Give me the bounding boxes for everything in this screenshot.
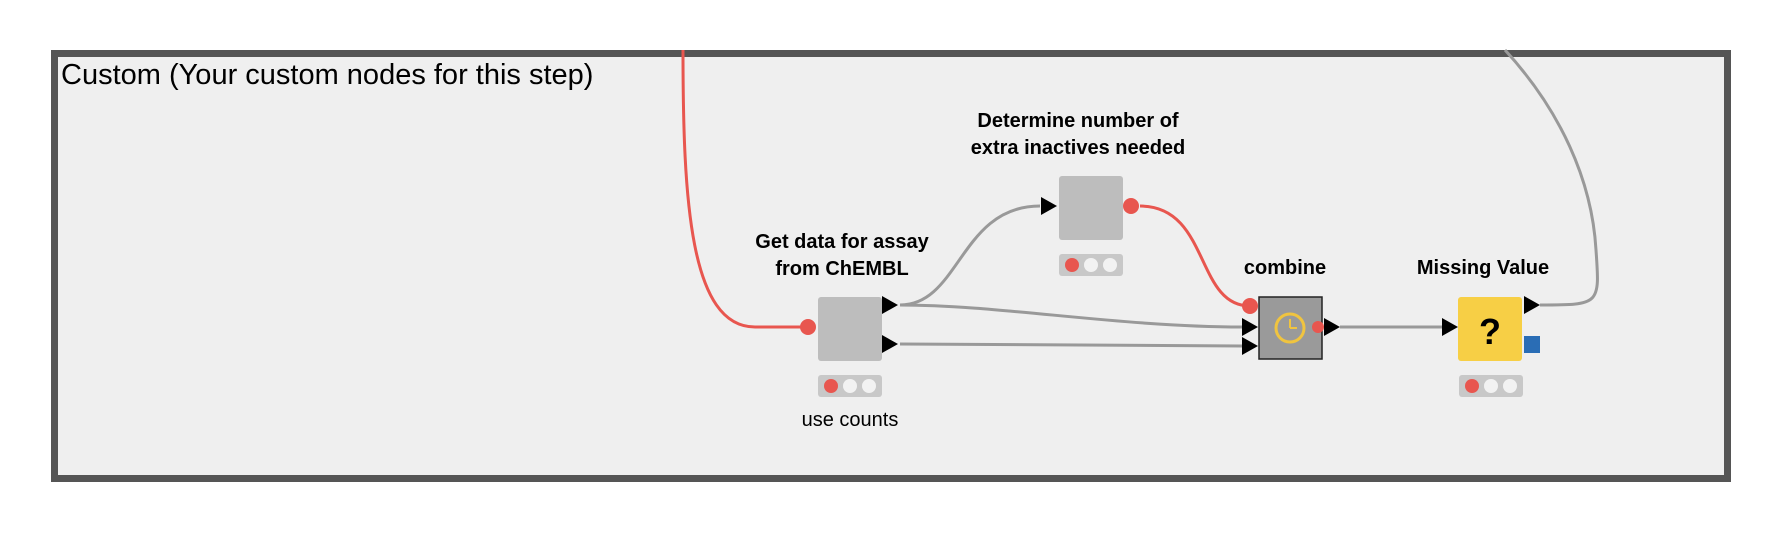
- status-light-yellow: [843, 379, 857, 393]
- node-label-line2: extra inactives needed: [970, 137, 1186, 159]
- output-port-1[interactable]: [882, 296, 898, 314]
- data-connection-missing-out-top[interactable]: [1503, 48, 1599, 307]
- input-port-2[interactable]: [1242, 337, 1258, 355]
- node-body[interactable]: [818, 297, 882, 361]
- output-port[interactable]: [1324, 318, 1340, 336]
- node-label-line1: Determine number of: [977, 110, 1179, 132]
- clock-icon: [1274, 312, 1306, 344]
- node-label-line1: Get data for assay: [755, 231, 929, 253]
- node-combine[interactable]: [1242, 296, 1340, 360]
- node-determine-extra-inactives[interactable]: [1041, 176, 1139, 276]
- flow-variable-connection-top-left[interactable]: [681, 49, 802, 329]
- status-light-red: [824, 379, 838, 393]
- data-connection-get-to-determine[interactable]: [899, 204, 1041, 307]
- node-label-get-data[interactable]: Get data for assay from ChEMBL: [755, 229, 928, 283]
- flow-variable-output-port[interactable]: [1312, 321, 1324, 333]
- flow-variable-output-port[interactable]: [1123, 198, 1139, 214]
- node-get-data-from-chembl[interactable]: [800, 296, 898, 397]
- question-mark-icon: ?: [1479, 311, 1501, 352]
- status-light-red: [1065, 258, 1079, 272]
- status-light-yellow: [1084, 258, 1098, 272]
- data-connection-get-to-combine-2[interactable]: [899, 342, 1243, 348]
- node-missing-value[interactable]: [1442, 296, 1540, 397]
- node-label-determine[interactable]: Determine number of extra inactives need…: [971, 108, 1186, 162]
- node-body[interactable]: [1059, 176, 1123, 240]
- input-port[interactable]: [1442, 318, 1458, 336]
- node-comment-get-data[interactable]: use counts: [801, 409, 899, 431]
- workflow-annotation[interactable]: Custom (Your custom nodes for this step): [51, 50, 1731, 482]
- input-port[interactable]: [1041, 197, 1057, 215]
- node-label-combine[interactable]: combine: [1243, 257, 1327, 279]
- flow-variable-connection-determine-combine[interactable]: [1139, 204, 1251, 308]
- input-port-1[interactable]: [1242, 318, 1258, 336]
- status-light-green: [1103, 258, 1117, 272]
- flow-variable-input-port[interactable]: [1242, 298, 1258, 314]
- node-label-line2: from ChEMBL: [775, 258, 909, 280]
- node-label-missing-value[interactable]: Missing Value: [1416, 257, 1550, 279]
- status-light-green: [1503, 379, 1517, 393]
- status-light-red: [1465, 379, 1479, 393]
- output-port[interactable]: [1524, 296, 1540, 314]
- flow-variable-input-port[interactable]: [800, 319, 816, 335]
- annotation-text: Custom (Your custom nodes for this step): [61, 59, 594, 91]
- node-body[interactable]: [1458, 297, 1522, 361]
- output-port-2[interactable]: [882, 335, 898, 353]
- model-output-port[interactable]: [1524, 336, 1540, 353]
- status-light-yellow: [1484, 379, 1498, 393]
- status-light-green: [862, 379, 876, 393]
- data-connection-get-to-combine-1[interactable]: [899, 303, 1243, 329]
